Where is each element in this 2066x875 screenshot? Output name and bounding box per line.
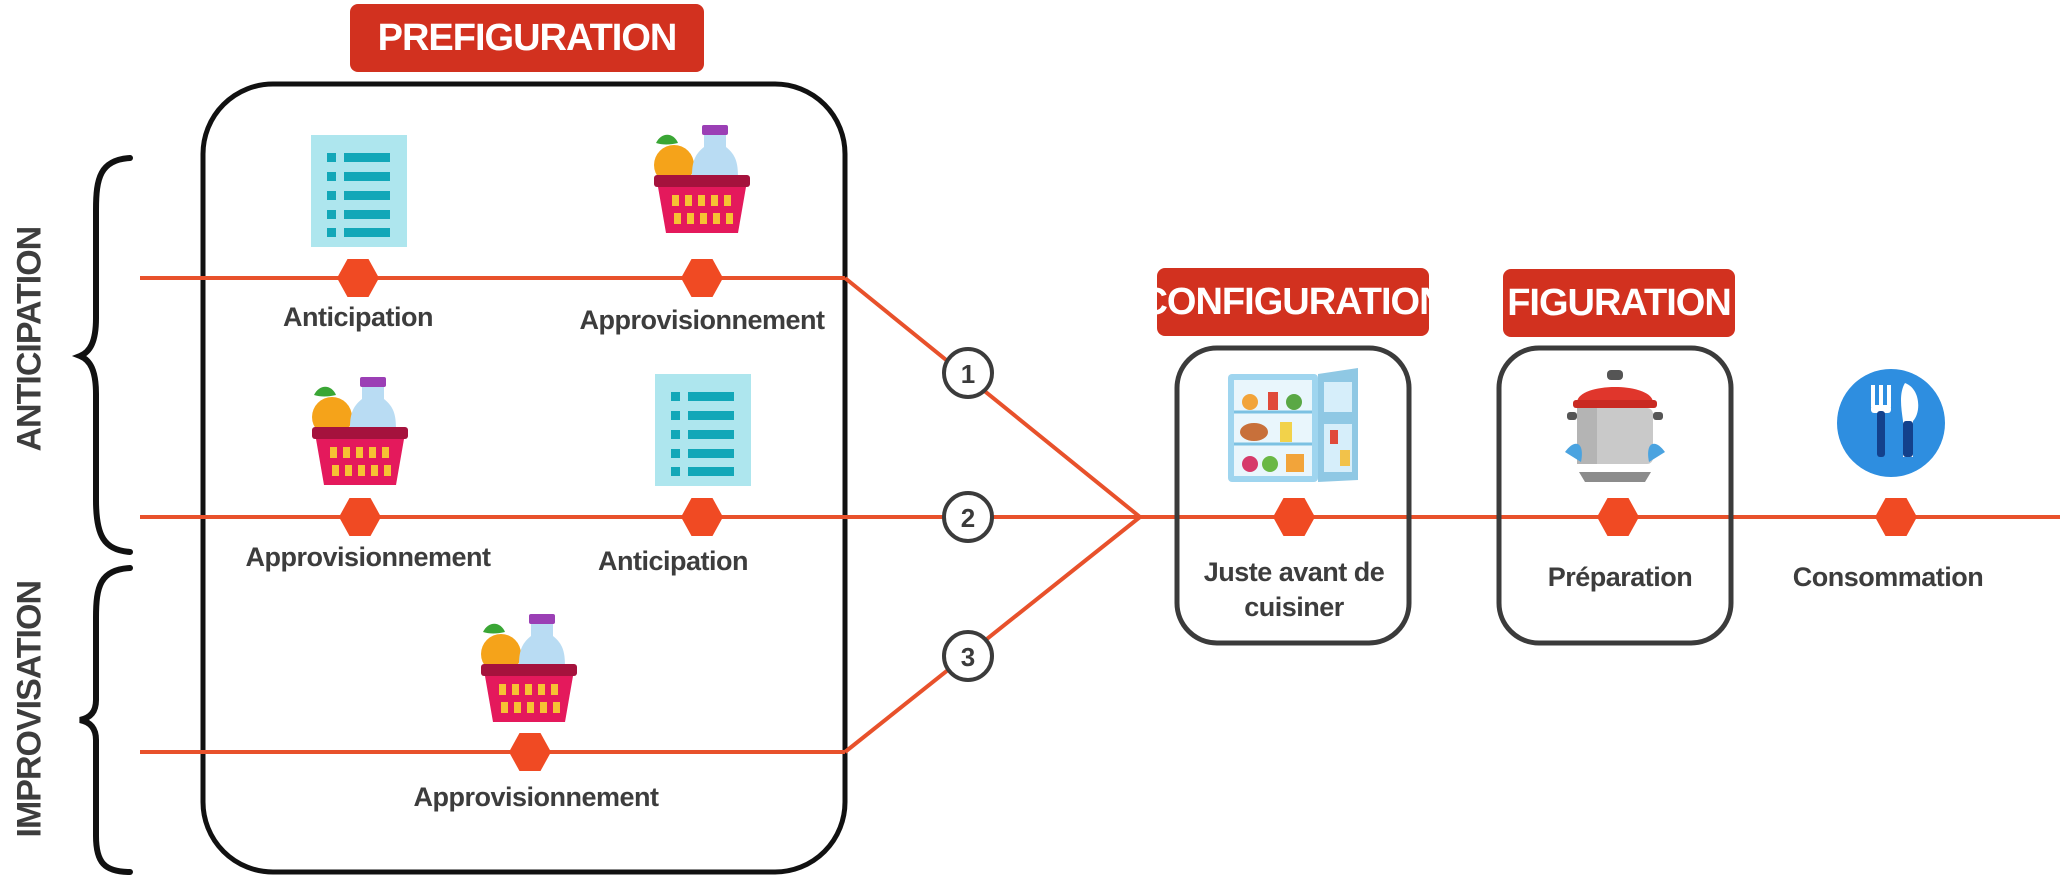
path-number-1: 1 <box>942 347 994 399</box>
basket-icon <box>654 125 750 233</box>
marker-path2-approvisionnement <box>339 498 381 536</box>
figuration-header: FIGURATION <box>1503 269 1735 337</box>
figuration-box <box>1496 345 1734 646</box>
path-number-3: 3 <box>942 630 994 682</box>
configuration-label-line2: cuisiner <box>1244 592 1344 622</box>
path-number-2: 2 <box>942 491 994 543</box>
prefiguration-box <box>200 81 848 875</box>
improvisation-side-label: IMPROVISATION <box>10 581 49 838</box>
marker-figuration <box>1597 498 1639 536</box>
path-number-2-text: 2 <box>961 503 975 533</box>
prefiguration-header: PREFIGURATION <box>350 4 704 72</box>
marker-path1-anticipation <box>337 259 379 297</box>
cutlery-icon <box>1837 369 1945 477</box>
path-3-merge <box>843 515 1142 754</box>
step-label: Anticipation <box>283 302 434 332</box>
step-label: Approvisionnement <box>579 305 825 335</box>
marker-path1-approvisionnement <box>681 259 723 297</box>
fridge-icon <box>1228 368 1358 482</box>
step-label: Approvisionnement <box>413 782 659 812</box>
path-1-merge <box>843 276 1142 519</box>
configuration-header: CONFIGURATION <box>1140 268 1447 336</box>
pot-icon <box>1565 370 1665 482</box>
path-number-1-text: 1 <box>961 359 975 389</box>
basket-icon <box>481 614 577 722</box>
configuration-label-line1: Juste avant de <box>1203 557 1385 587</box>
timeline-lines <box>140 276 2060 754</box>
list-icon <box>311 135 407 247</box>
anticipation-brace <box>71 155 133 555</box>
consumption-label: Consommation <box>1792 562 1984 592</box>
step-label: Approvisionnement <box>245 542 491 572</box>
marker-path2-anticipation <box>681 498 723 536</box>
anticipation-side-label: ANTICIPATION <box>10 226 49 452</box>
improvisation-brace <box>79 565 133 875</box>
step-label: Anticipation <box>598 546 749 576</box>
marker-consumption <box>1875 498 1917 536</box>
marker-configuration <box>1273 498 1315 536</box>
marker-path3-approvisionnement <box>509 733 551 771</box>
basket-icon <box>312 377 408 485</box>
figuration-label: Préparation <box>1547 562 1693 592</box>
path-number-3-text: 3 <box>961 642 975 672</box>
list-icon <box>655 374 751 486</box>
configuration-box <box>1174 345 1412 646</box>
